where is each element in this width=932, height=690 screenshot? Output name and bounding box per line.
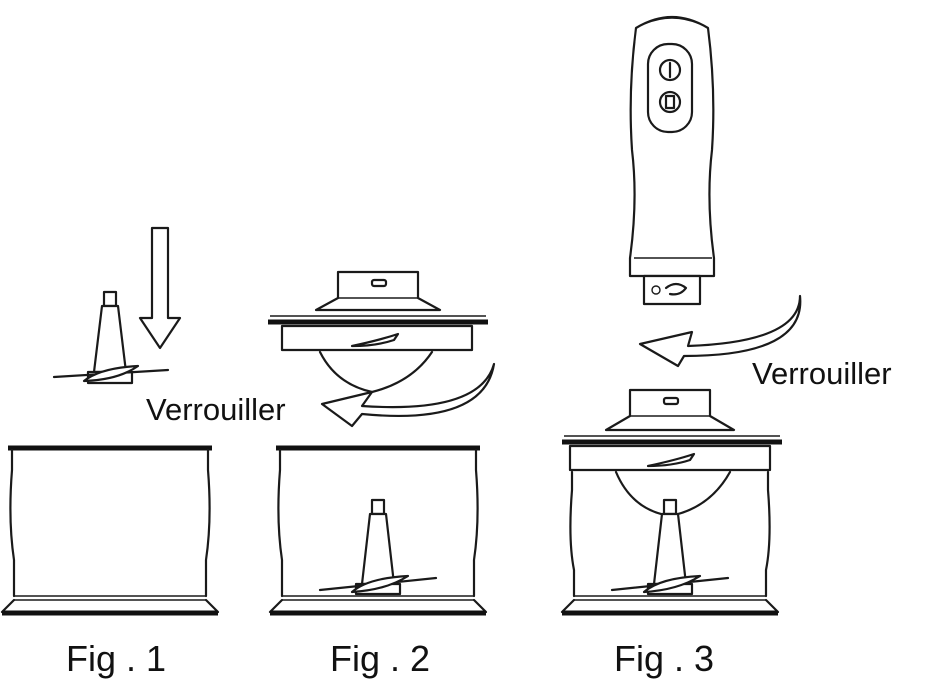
chopper-bowl: [268, 445, 488, 616]
motor-handle: [628, 16, 716, 306]
fig-1-caption: Fig . 1: [66, 638, 166, 679]
figure-3: Verrouiller Fig .: [560, 16, 892, 679]
chopper-lid: [562, 388, 782, 518]
fig-3-caption: Fig . 3: [614, 638, 714, 679]
down-arrow-icon: [138, 226, 182, 350]
blade-unit: [610, 498, 730, 596]
turbo-button-icon: [658, 90, 682, 114]
fig-2-verrouiller-label: Verrouiller: [146, 392, 286, 427]
figure-1: Fig . 1: [0, 226, 220, 679]
power-button-icon: [658, 58, 682, 82]
figure-2: Verrouiller Fig . 2: [146, 270, 496, 679]
blade-unit: [318, 498, 438, 596]
chopper-bowl: [560, 470, 780, 616]
curved-arrow-icon: [638, 294, 802, 368]
chopper-lid: [268, 270, 488, 394]
fig-2-caption: Fig . 2: [330, 638, 430, 679]
fig-3-verrouiller-label: Verrouiller: [752, 356, 892, 391]
curved-arrow-icon: [320, 362, 496, 428]
blade-unit: [52, 290, 170, 385]
chopper-bowl: [0, 445, 220, 616]
